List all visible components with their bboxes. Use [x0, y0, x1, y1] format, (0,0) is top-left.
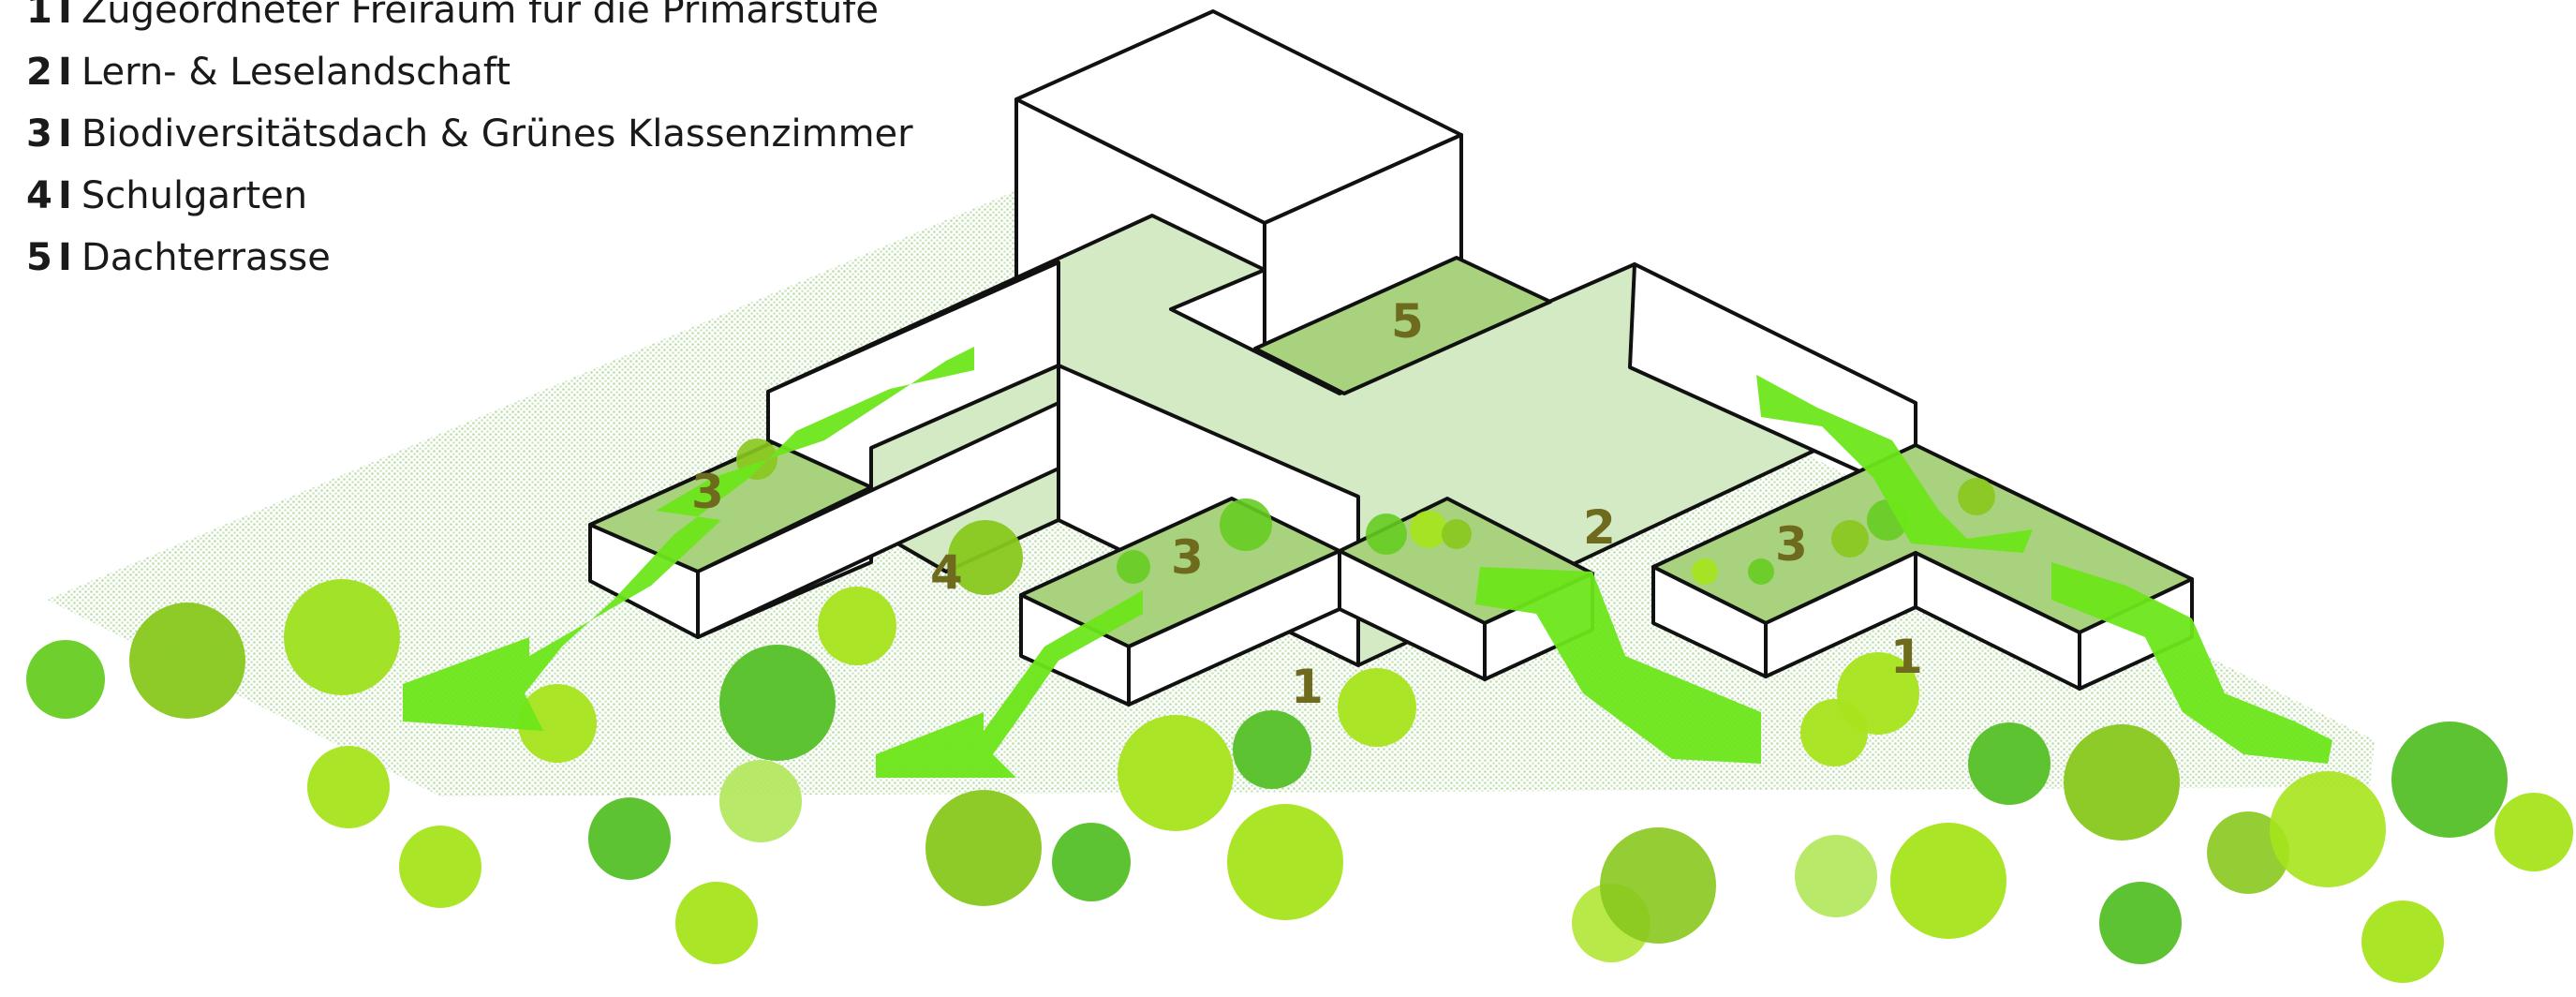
tree: [1837, 652, 1919, 735]
legend-number: 5: [26, 236, 52, 279]
area-label-1: 1: [1291, 660, 1324, 714]
tree: [675, 882, 758, 964]
arrow-right-lower: [2051, 562, 2332, 764]
roof-bush: [1748, 558, 1774, 585]
tree: [1600, 827, 1716, 944]
roof-bush: [1366, 513, 1407, 555]
roof-bush: [1692, 558, 1718, 585]
area-label-3: 3: [1775, 517, 1808, 572]
legend-number: 2: [26, 51, 52, 94]
legend-text: Biodiversitätsdach & Grünes Klassenzimme…: [81, 112, 913, 156]
tree: [1890, 823, 2006, 939]
roof-bush: [1117, 550, 1150, 584]
tree: [1968, 722, 2050, 805]
area-label-5: 5: [1391, 294, 1424, 349]
tree: [129, 603, 245, 719]
legend-text: Dachterrasse: [81, 236, 331, 279]
tree: [2099, 882, 2182, 964]
tree: [2270, 771, 2386, 887]
tree: [518, 684, 597, 763]
tree: [2495, 793, 2573, 871]
area-label-2: 2: [1583, 500, 1616, 555]
arrow-left-outer: [403, 347, 974, 731]
tree: [2207, 811, 2289, 894]
roof-terrace-5: [1253, 256, 1552, 395]
roof-bush: [1442, 519, 1472, 549]
legend-separator: I: [58, 0, 72, 32]
movement-arrows: [403, 347, 2332, 778]
tree: [2391, 722, 2508, 838]
tree: [588, 797, 671, 880]
legend-separator: I: [58, 112, 72, 156]
legend-number: 4: [26, 174, 52, 217]
vegetation: [26, 439, 2573, 983]
arrow-center-right: [1475, 567, 1761, 764]
tree: [307, 746, 390, 828]
legend-number: 3: [26, 112, 52, 156]
legend-separator: I: [58, 236, 72, 279]
tree: [26, 640, 105, 719]
tree: [2361, 900, 2444, 983]
tree: [1227, 804, 1343, 920]
tree: [719, 645, 836, 761]
legend-text: Zugeordneter Freiraum für die Primarstuf…: [81, 0, 879, 32]
tree: [1795, 835, 1877, 917]
center-pavilion-right-front: [1338, 549, 1487, 681]
tree: [948, 520, 1023, 595]
legend-text: Schulgarten: [81, 174, 308, 217]
tree: [1338, 668, 1416, 747]
tree: [399, 826, 481, 908]
legend-separator: I: [58, 174, 72, 217]
tree: [719, 760, 802, 842]
area-label-3: 3: [691, 465, 724, 519]
area-label-3: 3: [1171, 530, 1204, 585]
roof-bush: [1410, 511, 1447, 548]
tree: [1118, 715, 1234, 831]
area-label-4: 4: [930, 545, 963, 600]
legend-number: 1: [26, 0, 52, 32]
tree: [2064, 724, 2180, 841]
roof-bush: [1958, 478, 1995, 515]
left-wing-top-face: [766, 260, 1060, 489]
legend-text: Lern- & Leselandschaft: [81, 51, 511, 94]
arrow-left-inner: [876, 590, 1143, 778]
tree: [818, 587, 896, 665]
area-label-1: 1: [1890, 630, 1923, 684]
tree: [284, 579, 400, 695]
tree: [1233, 710, 1311, 789]
tree: [925, 790, 1042, 906]
roof-bush: [1831, 520, 1869, 558]
arrow-right-upper: [1756, 375, 2033, 553]
legend-separator: I: [58, 51, 72, 94]
tree: [1052, 823, 1131, 901]
roof-bush: [1220, 498, 1272, 551]
